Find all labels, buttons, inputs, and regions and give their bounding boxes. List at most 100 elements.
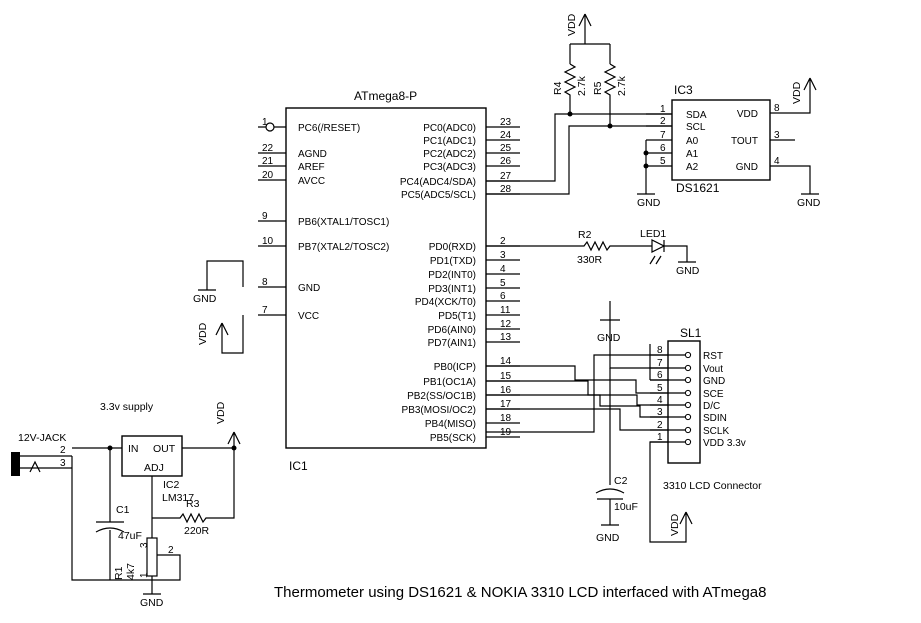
- c2-gnd: [601, 499, 619, 526]
- vdd-label-supply: VDD: [215, 401, 227, 424]
- ic1-right-pin-number: 25: [500, 143, 512, 154]
- gnd-label-c2: GND: [596, 532, 620, 544]
- junction-a2: [643, 163, 649, 169]
- sl1-pin-number: 7: [657, 358, 663, 369]
- jack-pin3: 3: [60, 458, 66, 469]
- ic1-left-pin-number: 22: [262, 143, 274, 154]
- wire-sce: [486, 365, 668, 394]
- ic1-left-pin-name: GND: [298, 283, 320, 294]
- vdd-label-top: VDD: [566, 13, 578, 36]
- wire-lcd-gnd: [649, 344, 668, 381]
- sl1-pin-name: VDD 3.3v: [703, 438, 746, 449]
- ic3-left-pin-name: A0: [686, 136, 699, 147]
- ic1-right-pin-number: 15: [500, 371, 512, 382]
- ic1-right-pin-number: 27: [500, 171, 512, 182]
- jack-pin2: 2: [60, 445, 66, 456]
- sda-wire: [486, 113, 672, 182]
- ic1-left-pin-name: AVCC: [298, 176, 325, 187]
- c1-capacitor: [95, 448, 125, 580]
- ic1-right-pin-name: PB5(SCK): [430, 433, 476, 444]
- ic1-left-pin-number: 21: [262, 156, 274, 167]
- ic3-left-pin-name: A1: [686, 149, 699, 160]
- ic1-right-pin-name: PB1(OC1A): [423, 377, 476, 388]
- vdd-rail-top: [569, 14, 611, 64]
- vdd-label-ic1: VDD: [197, 322, 209, 345]
- ic1-right-pin-name: PD7(AIN1): [428, 338, 476, 349]
- ic1-left-pin-name: PB7(XTAL2/TOSC2): [298, 242, 389, 253]
- ic1-power-wiring: GND VDD: [193, 260, 244, 354]
- ic3-right-pin-name: VDD: [737, 109, 758, 120]
- sl1-pin-contact: [684, 413, 692, 421]
- lcd-connector: SL1 3310 LCD Connector 8RST7Vout6GND5SCE…: [486, 301, 762, 544]
- ic3-vdd-wire: [795, 77, 817, 114]
- r4-ref: R4: [552, 81, 564, 95]
- ic1-ref-label: IC1: [289, 459, 308, 473]
- sl1-pin-name: SDIN: [703, 413, 727, 424]
- ic3-left-pin-number: 1: [660, 104, 666, 115]
- sl1-pin-number: 2: [657, 420, 663, 431]
- ic3-right-pin-number: 4: [774, 156, 780, 167]
- ic1-right-pin-name: PD2(INT0): [428, 270, 476, 281]
- ic1-right-pin-name: PC1(ADC1): [423, 136, 476, 147]
- pot-pin3: 3: [139, 542, 150, 548]
- r3-resistor: [151, 448, 235, 524]
- ic1-right-pin-number: 17: [500, 399, 512, 410]
- junction-sda: [567, 111, 573, 117]
- ic1-right-pin-name: PC2(ADC2): [423, 149, 476, 160]
- ic1-right-pin-name: PB4(MISO): [425, 419, 476, 430]
- ic1-right-pin-name: PC5(ADC5/SCL): [401, 190, 476, 201]
- ic1-right-pin-name: PD4(XCK/T0): [415, 297, 476, 308]
- sl1-pin-contact: [684, 376, 692, 384]
- ic1-right-pin-name: PC0(ADC0): [423, 123, 476, 134]
- r2-value: 330R: [577, 254, 603, 266]
- r2-ref: R2: [578, 229, 592, 241]
- gnd-label-led: GND: [676, 265, 700, 277]
- ic1-left-pin-number: 1: [262, 117, 268, 128]
- ic1-right-pin-number: 26: [500, 156, 512, 167]
- c1-value: 47uF: [118, 530, 142, 542]
- gnd-label-supply: GND: [140, 597, 164, 609]
- sl1-pin-contact: [684, 426, 692, 434]
- ic1-left-pin-number: 7: [262, 305, 268, 316]
- sl1-pin-contact: [684, 389, 692, 397]
- ic1-left-pin-number: 10: [262, 236, 274, 247]
- ic1-left-pins: 1PC6(/RESET)22AGND21AREF20AVCC9PB6(XTAL1…: [258, 117, 389, 322]
- ic1-right-pin-name: PD5(T1): [438, 311, 476, 322]
- ic3-part: DS1621: [676, 181, 720, 195]
- sl1-pin-contact: [684, 438, 692, 446]
- wire-lcd-vdd: [649, 441, 693, 543]
- ic1-right-pin-name: PC3(ADC3): [423, 162, 476, 173]
- ic1-right-pin-number: 16: [500, 385, 512, 396]
- sl1-pin-contact: [684, 401, 692, 409]
- ic1: ATmega8-P IC1 1PC6(/RESET)22AGND21AREF20…: [258, 89, 520, 473]
- r1-ref: R1: [113, 566, 125, 580]
- r3-ref: R3: [186, 498, 200, 510]
- ic3-right-pin-number: 3: [774, 130, 780, 141]
- reset-inversion-bubble: [265, 122, 275, 132]
- supply-gnd-rail: [71, 456, 161, 595]
- ic3-right-pin-name: GND: [736, 162, 758, 173]
- ic3-gnd-wire: [795, 165, 819, 195]
- ic1-left-pin-name: AREF: [298, 162, 325, 173]
- ic1-left-pin-number: 20: [262, 170, 274, 181]
- sl1-pin-contact: [684, 351, 692, 359]
- ic3-right-pin-number: 8: [774, 103, 780, 114]
- wire-dc: [486, 380, 668, 406]
- ic1-right-pin-name: PD1(TXD): [430, 256, 476, 267]
- ic1-right-pins: 23PC0(ADC0)24PC1(ADC1)25PC2(ADC2)26PC3(A…: [400, 117, 520, 444]
- ic1-left-pin-name: PB6(XTAL1/TOSC1): [298, 217, 389, 228]
- gnd-label-ic1: GND: [193, 293, 217, 305]
- sl1-pin-name: Vout: [703, 364, 723, 375]
- junction-scl: [607, 123, 613, 129]
- supply-caption: 3.3v supply: [100, 401, 154, 413]
- ic1-right-pin-number: 4: [500, 264, 506, 275]
- r4-resistor: [563, 63, 577, 114]
- ic1-right-pin-number: 28: [500, 184, 512, 195]
- sl1-pin-number: 4: [657, 395, 663, 406]
- ic1-right-pin-name: PB2(SS/OC1B): [407, 391, 476, 402]
- ic1-right-pin-name: PB0(ICP): [434, 362, 476, 373]
- ic2-adj: ADJ: [144, 462, 164, 474]
